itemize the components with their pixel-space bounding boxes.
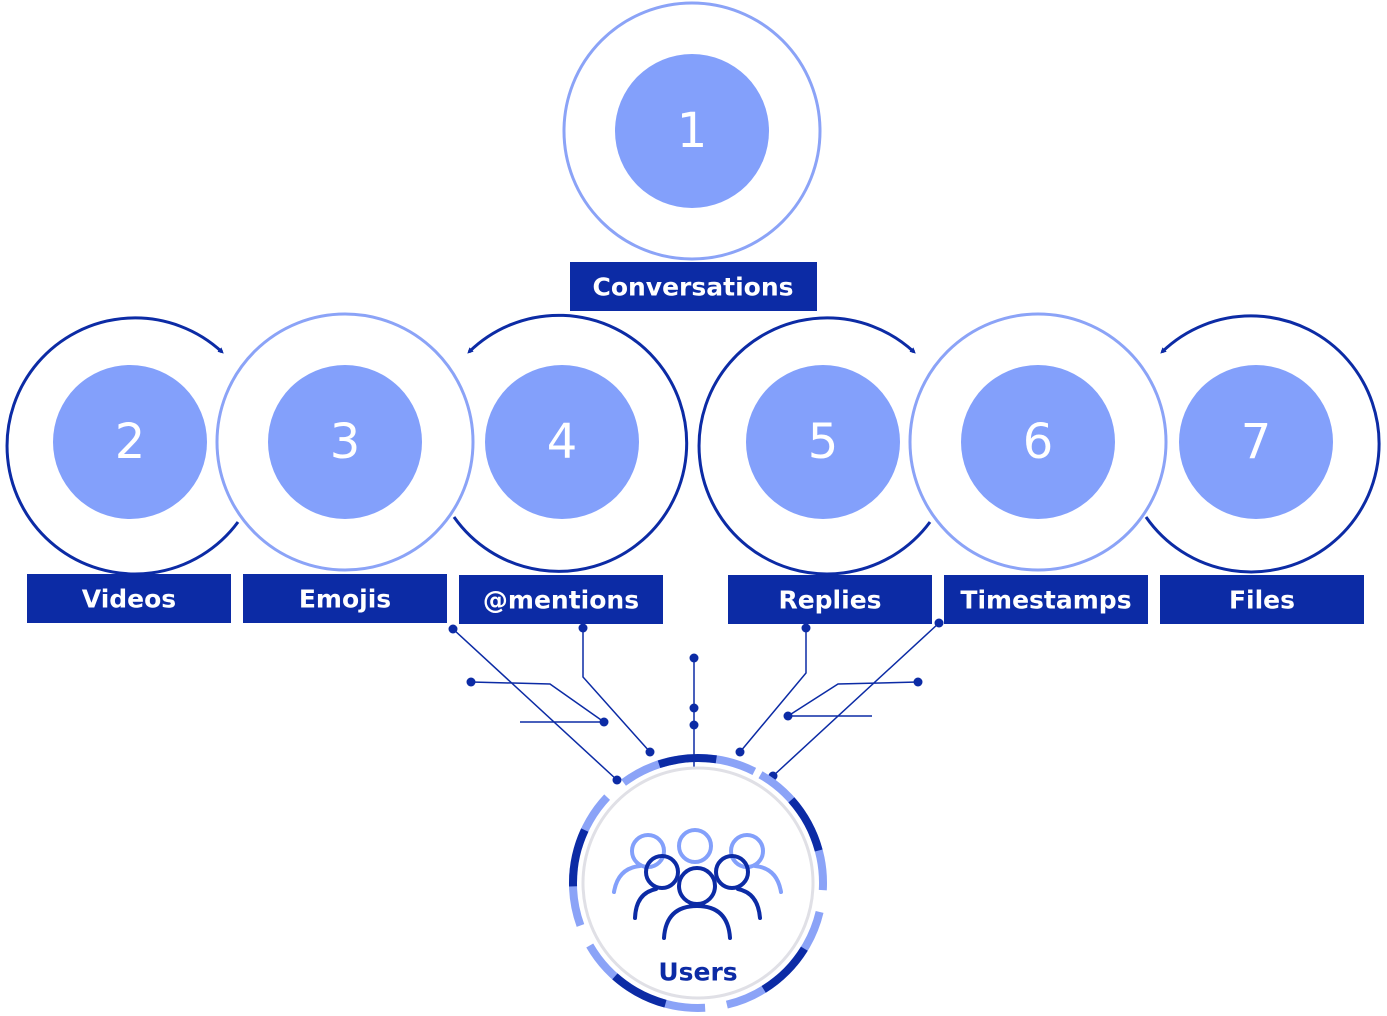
connector-dot xyxy=(599,717,609,727)
connector-dot xyxy=(466,677,476,687)
node-3-label: Emojis xyxy=(299,585,391,614)
node-5-core xyxy=(746,365,900,519)
connector-dot xyxy=(735,747,745,757)
node-5-label-box xyxy=(728,575,932,624)
node-6-core xyxy=(961,365,1115,519)
node-7-label-box xyxy=(1160,575,1364,624)
connector-mentions xyxy=(582,628,651,753)
connector-dot xyxy=(689,653,699,663)
node-5-label: Replies xyxy=(778,586,881,615)
node-1-label: Conversations xyxy=(592,273,793,302)
node-2-label-box xyxy=(27,574,231,623)
node-4-label-box xyxy=(459,575,663,624)
connector-dot xyxy=(612,775,622,785)
node-4: 4 xyxy=(452,313,689,573)
node-7-core xyxy=(1179,365,1333,519)
users-hub: Users xyxy=(569,754,827,1012)
node-7-number: 7 xyxy=(1241,414,1272,470)
users-hub-inner xyxy=(581,766,815,1000)
connector-dot xyxy=(913,677,923,687)
node-5-number: 5 xyxy=(808,414,839,470)
connector-dot xyxy=(448,624,458,634)
node-5: 5 xyxy=(697,316,932,576)
node-4-core xyxy=(485,365,639,519)
connector-dot xyxy=(801,623,811,633)
users-hub-segmented-ring-dark xyxy=(569,754,827,1012)
node-3-core xyxy=(268,365,422,519)
node-3: 3 xyxy=(215,312,475,572)
connector-timestamps xyxy=(772,622,940,777)
connector-dot xyxy=(689,720,699,730)
node-6-label: Timestamps xyxy=(960,586,1131,615)
label-row: Videos Emojis @mentions Replies Timestam… xyxy=(27,574,1364,624)
node-7: 7 xyxy=(1144,314,1381,574)
node-2: 2 xyxy=(5,316,240,576)
node-3-label-box xyxy=(243,574,447,623)
node-2-number: 2 xyxy=(115,414,146,470)
connector-replies xyxy=(739,628,807,753)
node-1-core xyxy=(615,54,769,208)
node-6: 6 xyxy=(908,312,1168,572)
connector-branch-left xyxy=(470,681,605,723)
connector-emojis xyxy=(452,628,618,781)
node-6-number: 6 xyxy=(1023,414,1054,470)
node-4-arc xyxy=(452,313,689,573)
connector-dot xyxy=(934,618,944,628)
users-hub-segmented-ring-light xyxy=(569,754,827,1012)
node-6-label-box xyxy=(944,575,1148,624)
node-1-label-box xyxy=(570,262,817,311)
users-hub-label: Users xyxy=(658,958,737,987)
node-2-arc xyxy=(5,316,240,576)
connector-dot xyxy=(645,747,655,757)
users-group-icon xyxy=(612,828,783,940)
node-4-number: 4 xyxy=(547,414,578,470)
node-7-arc xyxy=(1144,314,1381,574)
node-1-number: 1 xyxy=(677,103,708,159)
connector-dot xyxy=(689,703,699,713)
node-4-label: @mentions xyxy=(483,586,639,615)
node-2-label: Videos xyxy=(82,585,176,614)
node-5-arc xyxy=(697,316,932,576)
node-1: 1 Conversations xyxy=(562,1,822,311)
node-3-number: 3 xyxy=(330,414,361,470)
connector-dot xyxy=(578,623,588,633)
node-7-label: Files xyxy=(1229,586,1295,615)
connector-dot xyxy=(783,711,793,721)
connector-branch-right xyxy=(787,681,919,717)
node-2-core xyxy=(53,365,207,519)
